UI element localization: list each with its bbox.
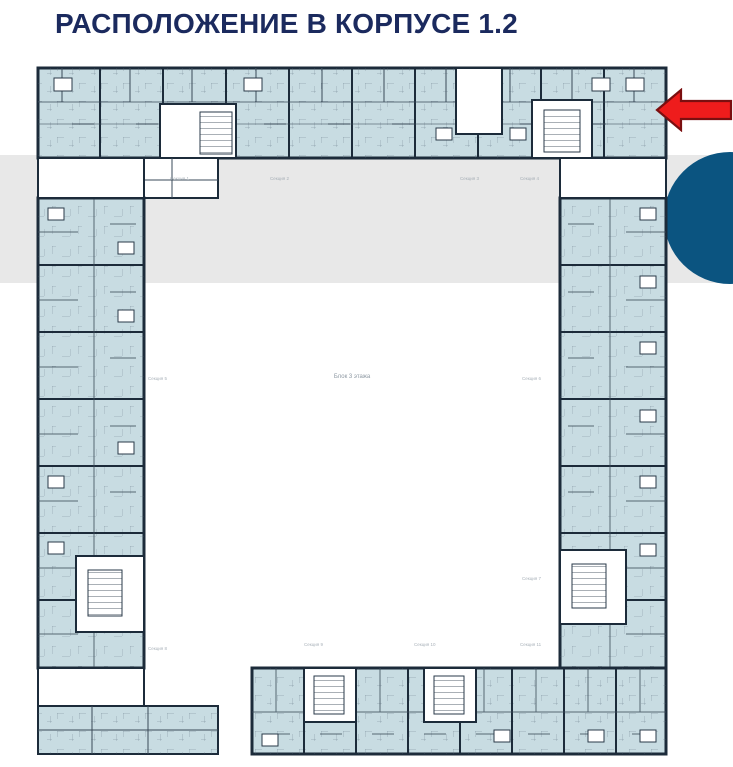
svg-text:Секция 10: Секция 10 <box>414 642 436 647</box>
courtyard-label: Блок 3 этажа <box>334 374 371 380</box>
svg-text:Секция 9: Секция 9 <box>304 642 323 647</box>
svg-text:Секция 4: Секция 4 <box>520 176 539 181</box>
west-wing <box>36 156 146 708</box>
svg-text:Секция 11: Секция 11 <box>520 642 542 647</box>
svg-text:Секция 7: Секция 7 <box>522 576 541 581</box>
svg-text:Секция 6: Секция 6 <box>522 376 541 381</box>
plan-annotations: Секция 1 Секция 2 Секция 3 Секция 4 Секц… <box>148 176 542 651</box>
svg-text:Секция 2: Секция 2 <box>270 176 289 181</box>
svg-text:Секция 5: Секция 5 <box>148 376 167 381</box>
svg-text:Секция 8: Секция 8 <box>148 646 167 651</box>
svg-text:Секция 1: Секция 1 <box>170 176 189 181</box>
east-wing <box>558 156 668 708</box>
south-wing <box>36 666 668 756</box>
svg-text:Секция 3: Секция 3 <box>460 176 479 181</box>
page-title: РАСПОЛОЖЕНИЕ В КОРПУСЕ 1.2 <box>55 8 518 39</box>
red-pointer-arrow <box>655 87 733 133</box>
building-floor-plan: Секция 1 Секция 2 Секция 3 Секция 4 Секц… <box>32 62 672 759</box>
